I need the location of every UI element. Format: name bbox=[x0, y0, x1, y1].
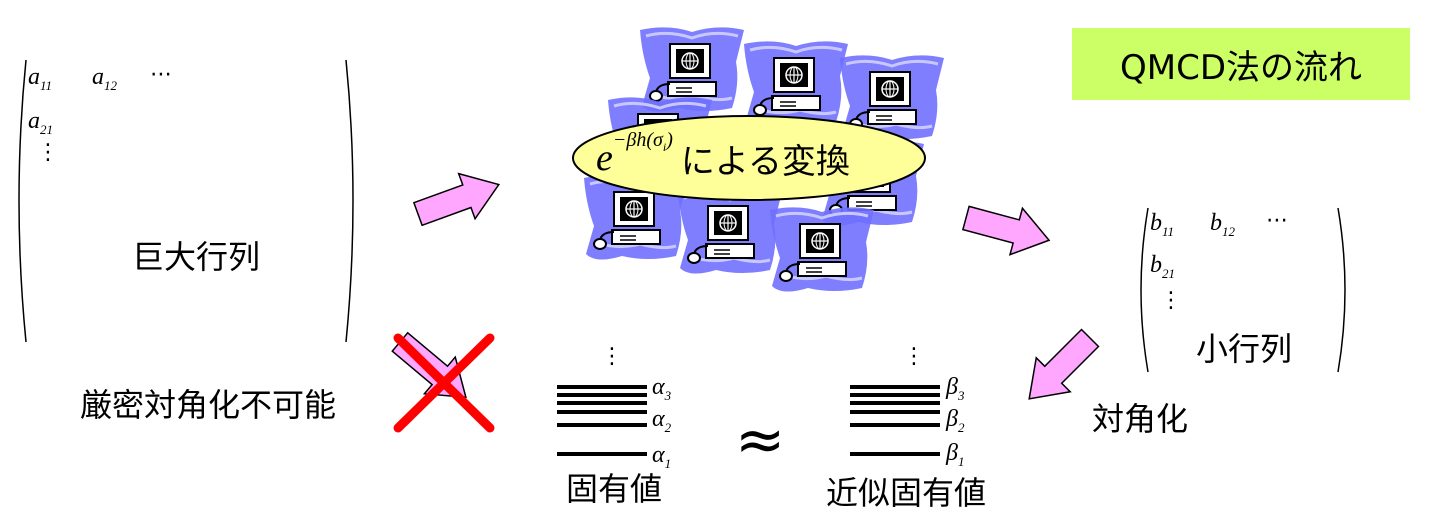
large-matrix-hdots: ⋯ bbox=[150, 62, 172, 87]
computer-icon bbox=[768, 205, 876, 294]
small-matrix-entry-11: b11 bbox=[1150, 210, 1175, 239]
exp-power: −βh(σi) bbox=[612, 129, 673, 154]
small-matrix-entry-12: b12 bbox=[1210, 210, 1235, 239]
diagram-title: QMCD法の流れ bbox=[1119, 47, 1363, 88]
eigenvalue-label: 固有値 bbox=[566, 470, 663, 508]
small-matrix-left-bracket bbox=[1140, 207, 1149, 373]
approx-eigenvalue-beta3: β3 bbox=[946, 374, 965, 403]
approx-eigenvalue-levels bbox=[850, 385, 940, 456]
transform-suffix: による変換 bbox=[680, 141, 850, 182]
computer-icon bbox=[676, 187, 784, 276]
large-matrix-entry-21: a21 bbox=[28, 108, 53, 137]
large-matrix-right-bracket bbox=[345, 59, 354, 343]
approx-eigenvalue-beta2: β2 bbox=[946, 406, 965, 435]
approx-symbol: ≈ bbox=[735, 405, 786, 475]
arrow-right-icon bbox=[409, 161, 508, 238]
computer-icon bbox=[742, 39, 850, 128]
large-matrix-vdots: ⋮ bbox=[37, 140, 59, 165]
small-matrix-right-bracket bbox=[1337, 207, 1346, 373]
transform-expression: e −βh(σi) による変換 bbox=[596, 128, 850, 188]
approx-eigenvalue-beta1: β1 bbox=[946, 440, 965, 469]
eigenvalue-alpha3: α3 bbox=[652, 374, 672, 403]
large-matrix-left-bracket bbox=[18, 59, 27, 343]
small-matrix-entry-21: b21 bbox=[1150, 252, 1175, 281]
diagonalization-label: 対角化 bbox=[1092, 400, 1189, 438]
approx-eigenvalue-label: 近似固有値 bbox=[826, 474, 987, 512]
exact-diagonalization-label: 厳密対角化不可能 bbox=[80, 386, 337, 424]
transform-ellipse bbox=[572, 115, 926, 201]
small-matrix-label: 小行列 bbox=[1196, 330, 1293, 368]
large-matrix-label: 巨大行列 bbox=[132, 238, 261, 276]
large-matrix-entry-12: a12 bbox=[92, 64, 117, 93]
small-matrix-vdots: ⋮ bbox=[1160, 288, 1182, 313]
small-matrix-hdots: ⋯ bbox=[1266, 208, 1288, 233]
cross-mark-icon bbox=[393, 333, 495, 433]
eigenvalue-vdots: ⋮ bbox=[601, 344, 623, 369]
approx-eigenvalue-vdots: ⋮ bbox=[903, 344, 925, 369]
eigenvalue-alpha2: α2 bbox=[652, 406, 672, 435]
eigenvalue-levels bbox=[557, 385, 647, 456]
large-matrix-entry-11: a11 bbox=[28, 64, 53, 93]
eigenvalue-alpha1: α1 bbox=[652, 442, 672, 471]
exp-base: e bbox=[596, 137, 613, 179]
title-box bbox=[1072, 28, 1410, 100]
arrow-right-icon bbox=[959, 194, 1057, 265]
